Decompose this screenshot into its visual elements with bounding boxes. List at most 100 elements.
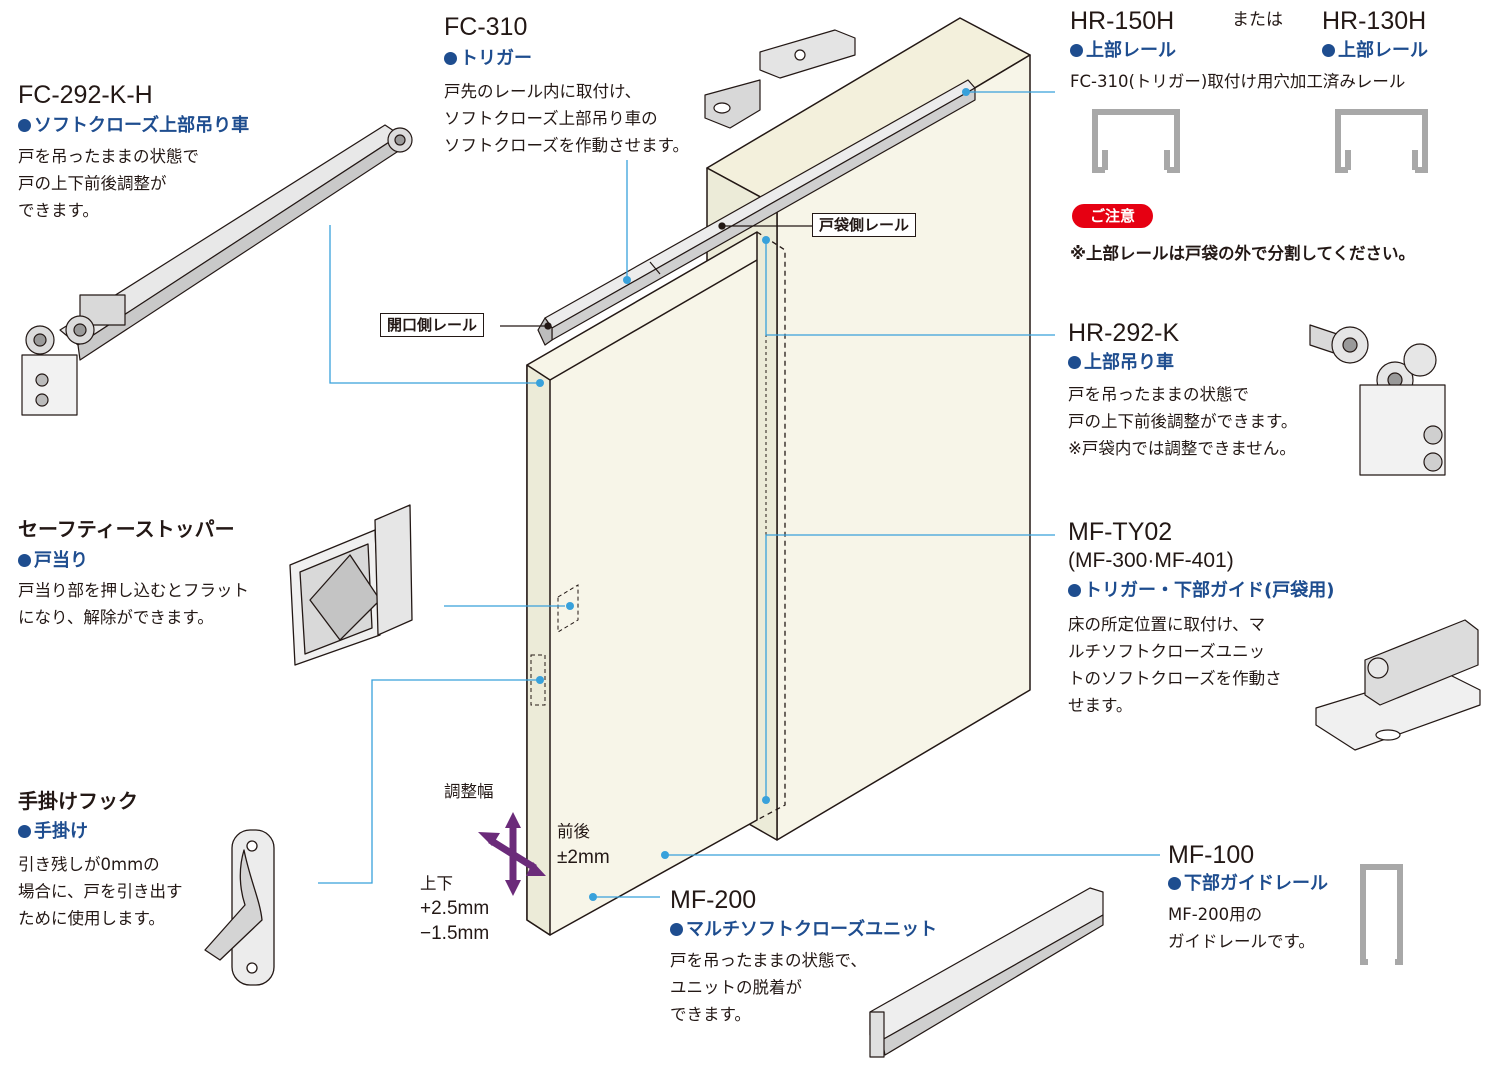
bullet-dot-icon (1068, 584, 1081, 597)
mfty-desc-line: ルチソフトクローズユニッ (1068, 642, 1266, 661)
pocket-door-dashed (756, 231, 786, 821)
mf100-desc-line: MF-200用の (1168, 905, 1263, 924)
hr292-desc-line: 戸を吊ったままの状態で (1068, 385, 1250, 404)
adjust-ud-label: 上下 (420, 874, 453, 893)
label-pointers (500, 222, 812, 330)
stopper-category: 戸当り (18, 548, 88, 574)
hr292-hanger-illustration (1309, 324, 1446, 476)
fc310-model: FC-310 (444, 13, 528, 41)
hr292-model: HR-292-K (1068, 319, 1180, 347)
mfty-desc-line: せます。 (1068, 696, 1133, 715)
fc310-desc-line: 戸先のレール内に取付け、 (444, 82, 642, 101)
fc310-category: トリガー (444, 46, 532, 72)
hr292-desc: 戸を吊ったままの状態で 戸の上下前後調整ができます。 ※戸袋内では調整できません… (1068, 381, 1297, 462)
hr150-or: または (1232, 10, 1283, 30)
note-badge: ご注意 (1072, 204, 1154, 228)
bullet-dot-icon (1068, 356, 1081, 369)
rail-profiles (1092, 109, 1428, 965)
fc292-desc-line: できます。 (18, 201, 99, 220)
bullet-dot-icon (670, 923, 683, 936)
hook-category: 手掛け (18, 819, 88, 845)
fc292-desc-line: 戸を吊ったままの状態で (18, 147, 200, 166)
hr292-category-text: 上部吊り車 (1084, 352, 1174, 373)
mf200-desc-line: できます。 (670, 1005, 751, 1024)
hook-title: 手掛けフック (18, 789, 138, 813)
bullet-dot-icon (18, 119, 31, 132)
mfty02-illustration (1315, 619, 1481, 751)
upper-rail (537, 79, 976, 346)
mf200-category: マルチソフトクローズユニット (670, 917, 937, 943)
mfty-category-text: トリガー・下部ガイド(戸袋用) (1084, 580, 1335, 601)
fc292-hanger-illustration (21, 124, 413, 416)
mfty-model: MF-TY02 (1068, 518, 1173, 546)
mfty-desc-line: トのソフトクローズを作動さ (1068, 669, 1282, 688)
stopper-desc: 戸当り部を押し込むとフラット になり、解除ができます。 (18, 577, 249, 631)
bullet-dot-icon (444, 52, 457, 65)
stopper-illustration (289, 504, 413, 666)
fc310-desc-line: ソフトクローズ上部吊り車の (444, 109, 658, 128)
fc292-desc-line: 戸の上下前後調整が (18, 174, 167, 193)
hr150-desc: FC-310(トリガー)取付け用穴加工済みレール (1070, 72, 1406, 91)
hr150-category-text: 上部レール (1086, 40, 1176, 61)
fc310-category-text: トリガー (460, 48, 532, 69)
adjust-title: 調整幅 (444, 782, 494, 801)
adjust-ud-plus: +2.5mm (420, 898, 490, 919)
hook-desc-line: ために使用します。 (18, 909, 165, 928)
mfty-desc: 床の所定位置に取付け、マ ルチソフトクローズユニッ トのソフトクローズを作動さ … (1068, 611, 1282, 719)
adjust-fb-value: ±2mm (557, 847, 610, 868)
mf200-desc-line: ユニットの脱着が (670, 978, 802, 997)
hr130-model: HR-130H (1322, 7, 1427, 35)
bullet-dot-icon (1168, 877, 1181, 890)
fc292-model: FC-292-K-H (18, 81, 153, 109)
pocket-rail-label: 戸袋側レール (812, 213, 917, 237)
mf200-model: MF-200 (670, 886, 757, 914)
mf100-category-text: 下部ガイドレール (1184, 873, 1328, 894)
mf100-model: MF-100 (1168, 841, 1255, 869)
hr292-desc-line: 戸の上下前後調整ができます。 (1068, 412, 1298, 431)
leader-lines (318, 91, 1160, 898)
mf100-desc-line: ガイドレールです。 (1168, 932, 1315, 951)
hr292-desc-line: ※戸袋内では調整できません。 (1068, 439, 1296, 458)
fc292-desc: 戸を吊ったままの状態で 戸の上下前後調整が できます。 (18, 143, 199, 224)
mf100-desc: MF-200用の ガイドレールです。 (1168, 901, 1315, 955)
stopper-category-text: 戸当り (34, 550, 88, 571)
fc310-trigger-illustration (704, 29, 856, 129)
fc310-desc: 戸先のレール内に取付け、 ソフトクローズ上部吊り車の ソフトクローズを作動させま… (444, 78, 689, 159)
bullet-dot-icon (1070, 44, 1083, 57)
adjust-ud-minus: −1.5mm (420, 923, 490, 944)
hook-desc: 引き残しが0mmの 場合に、戸を引き出す ために使用します。 (18, 851, 183, 932)
adjust-fb-label: 前後 (557, 822, 590, 841)
stopper-title: セーフティーストッパー (18, 517, 235, 541)
bullet-dot-icon (18, 554, 31, 567)
fc292-category: ソフトクローズ上部吊り車 (18, 113, 249, 139)
hr130-category-text: 上部レール (1338, 40, 1428, 61)
opening-rail-label: 開口側レール (380, 313, 485, 337)
hr292-category: 上部吊り車 (1068, 350, 1174, 376)
mf200-desc: 戸を吊ったままの状態で、 ユニットの脱着が できます。 (670, 947, 867, 1028)
hr150-category: 上部レール (1070, 38, 1176, 64)
stopper-desc-line: になり、解除ができます。 (18, 608, 214, 627)
stopper-desc-line: 戸当り部を押し込むとフラット (18, 581, 249, 600)
hr150-model: HR-150H (1070, 7, 1175, 35)
mfty-model-sub: (MF-300·MF-401) (1068, 549, 1234, 572)
mf100-category: 下部ガイドレール (1168, 871, 1328, 897)
hook-category-text: 手掛け (34, 821, 88, 842)
bullet-dot-icon (18, 825, 31, 838)
mf200-desc-line: 戸を吊ったままの状態で、 (670, 951, 867, 970)
hr130-category: 上部レール (1322, 38, 1428, 64)
mf200-illustration (869, 887, 1104, 1058)
mfty-category: トリガー・下部ガイド(戸袋用) (1068, 578, 1334, 604)
fc292-category-text: ソフトクローズ上部吊り車 (34, 115, 250, 136)
adjust-arrows (478, 812, 546, 896)
hook-illustration (204, 829, 275, 986)
hook-desc-line: 場合に、戸を引き出す (18, 882, 183, 901)
bullet-dot-icon (1322, 44, 1335, 57)
fc310-desc-line: ソフトクローズを作動させます。 (444, 136, 690, 155)
leader-dots (536, 88, 970, 901)
hook-desc-line: 引き残しが0mmの (18, 855, 160, 874)
mf200-category-text: マルチソフトクローズユニット (686, 919, 938, 940)
note-text: ※上部レールは戸袋の外で分割してください。 (1070, 244, 1416, 263)
door-panel (526, 231, 758, 936)
mfty-desc-line: 床の所定位置に取付け、マ (1068, 615, 1266, 634)
